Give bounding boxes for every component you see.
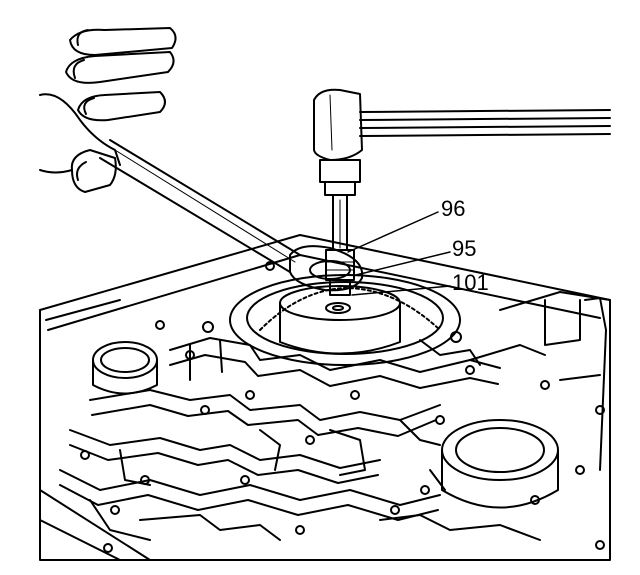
leader-96 (347, 211, 439, 253)
callout-leaders (347, 211, 451, 296)
leader-95 (355, 251, 451, 276)
leader-101 (351, 285, 451, 296)
callout-96: 96 (441, 196, 466, 221)
callout-101: 101 (452, 270, 489, 295)
torque-tool (313, 88, 611, 296)
hand-holding-wrench (39, 27, 364, 292)
callout-95: 95 (452, 236, 477, 261)
valve-body (39, 234, 611, 561)
